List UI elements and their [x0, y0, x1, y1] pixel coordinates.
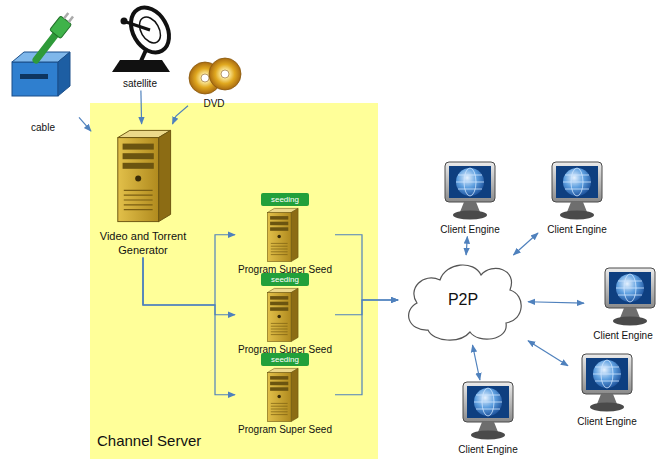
- channel-server-region: [90, 103, 378, 459]
- node-label: Video and Torrent Generator: [91, 230, 195, 258]
- network-cloud: P2P: [398, 255, 528, 345]
- seed-server: seedingProgram Super Seed: [235, 353, 335, 437]
- node-label: Client Engine: [577, 416, 636, 429]
- connector-arrow: [528, 341, 568, 366]
- connector-arrow: [473, 345, 480, 380]
- server-node: Video and Torrent Generator: [91, 124, 195, 258]
- client-icon: [582, 354, 632, 412]
- node-label: Client Engine: [458, 444, 517, 457]
- server-region: Channel Server Video and Torrent Generato…: [90, 103, 378, 459]
- connector-arrow: [79, 117, 91, 131]
- status-badge: seeding: [261, 273, 309, 286]
- satellite-icon: [112, 1, 177, 72]
- cloud-label: P2P: [448, 290, 478, 310]
- client-node: Client Engine: [584, 266, 662, 343]
- cable-icon: [12, 10, 76, 96]
- node-label: satellite: [123, 78, 157, 91]
- client-node: Client Engine: [538, 160, 616, 237]
- node-label: Client Engine: [440, 224, 499, 237]
- connector-arrow: [513, 233, 538, 255]
- connector-arrow: [143, 258, 235, 395]
- seed-server: seedingProgram Super Seed: [235, 273, 335, 357]
- node-label: Client Engine: [547, 224, 606, 237]
- server-icon: [267, 208, 298, 261]
- connector-arrow: [335, 300, 398, 395]
- node-label: cable: [31, 122, 55, 135]
- status-badge: seeding: [261, 353, 309, 366]
- client-icon: [463, 382, 513, 440]
- node-label: Client Engine: [593, 330, 652, 343]
- connector-arrow: [172, 106, 188, 124]
- seed-server: seedingProgram Super Seed: [235, 193, 335, 277]
- client-node: Client Engine: [449, 380, 527, 457]
- dvd-icon: [189, 58, 241, 94]
- connector-arrow: [466, 237, 467, 256]
- connector-arrow: [140, 91, 142, 125]
- region-label: Channel Server: [97, 432, 201, 451]
- client-node: Client Engine: [431, 160, 509, 237]
- node-label: Program Super Seed: [238, 424, 332, 437]
- node-label: DVD: [203, 98, 224, 111]
- client-icon: [445, 162, 495, 220]
- server-icon: [267, 368, 298, 421]
- client-node: Client Engine: [568, 352, 646, 429]
- connector-arrow: [335, 300, 398, 315]
- source-icon: satellite: [103, 5, 177, 91]
- connector-arrow: [335, 235, 398, 300]
- source-icon: DVD: [188, 57, 240, 111]
- source-icon: cable: [7, 18, 79, 135]
- connector-arrow: [528, 302, 584, 303]
- cloud-outline: [409, 265, 522, 340]
- status-badge: seeding: [261, 193, 309, 206]
- server-icon: [267, 288, 298, 341]
- client-icon: [552, 162, 602, 220]
- server-icon: [118, 130, 171, 221]
- connector-arrow: [143, 258, 235, 315]
- client-icon: [605, 268, 655, 326]
